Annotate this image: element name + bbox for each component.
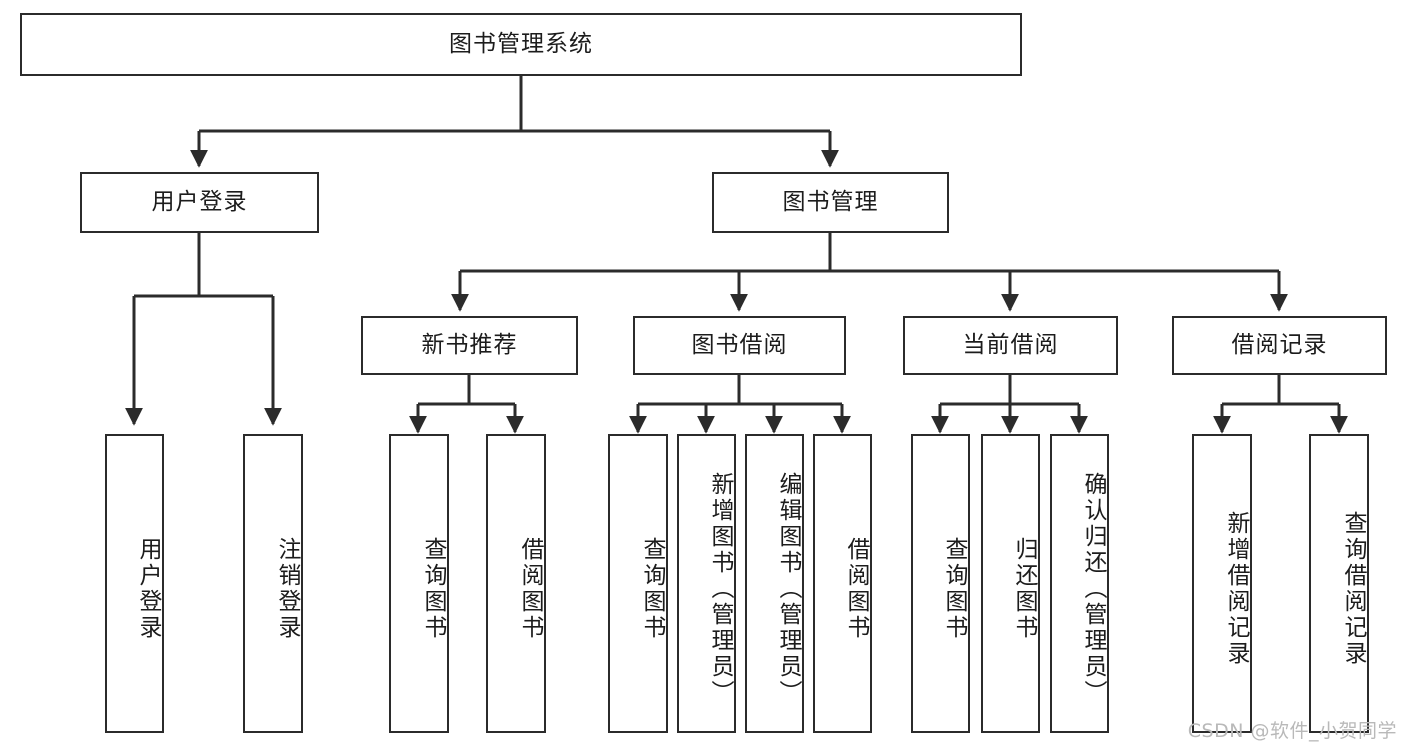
leaf-bb-borrow-book[interactable]: 借阅图书 — [813, 434, 872, 733]
leaf-br-add-record-label: 新增借阅记录 — [1223, 510, 1249, 667]
leaf-cb-query-book-label: 查询图书 — [941, 536, 967, 641]
node-user-login-label: 用户登录 — [151, 188, 248, 215]
leaf-bb-query-book-label: 查询图书 — [639, 536, 665, 641]
leaf-user-login-label: 用户登录 — [135, 536, 161, 641]
node-user-login[interactable]: 用户登录 — [80, 172, 319, 233]
node-book-manage-label: 图书管理 — [782, 188, 879, 215]
node-book-borrow-label: 图书借阅 — [691, 331, 788, 358]
node-borrow-records-label: 借阅记录 — [1231, 331, 1328, 358]
leaf-bb-edit-book[interactable]: 编辑图书（管理员） — [745, 434, 804, 733]
leaf-bb-query-book[interactable]: 查询图书 — [608, 434, 668, 733]
leaf-cb-confirm-return-label: 确认归还（管理员） — [1080, 471, 1106, 706]
leaf-br-query-record-label: 查询借阅记录 — [1340, 510, 1366, 667]
node-current-borrow-label: 当前借阅 — [962, 331, 1059, 358]
node-root[interactable]: 图书管理系统 — [20, 13, 1022, 76]
leaf-bb-edit-book-label: 编辑图书（管理员） — [775, 471, 801, 706]
leaf-nb-query-book[interactable]: 查询图书 — [389, 434, 449, 733]
node-current-borrow[interactable]: 当前借阅 — [903, 316, 1118, 375]
leaf-bb-add-book[interactable]: 新增图书（管理员） — [677, 434, 736, 733]
leaf-cb-return-book[interactable]: 归还图书 — [981, 434, 1040, 733]
leaf-cb-query-book[interactable]: 查询图书 — [911, 434, 970, 733]
node-new-book-recommend[interactable]: 新书推荐 — [361, 316, 578, 375]
node-borrow-records[interactable]: 借阅记录 — [1172, 316, 1387, 375]
node-root-label: 图书管理系统 — [449, 30, 593, 57]
leaf-logout[interactable]: 注销登录 — [243, 434, 303, 733]
leaf-bb-borrow-book-label: 借阅图书 — [843, 536, 869, 641]
leaf-cb-confirm-return[interactable]: 确认归还（管理员） — [1050, 434, 1109, 733]
leaf-nb-query-book-label: 查询图书 — [420, 536, 446, 641]
leaf-br-add-record[interactable]: 新增借阅记录 — [1192, 434, 1252, 733]
leaf-br-query-record[interactable]: 查询借阅记录 — [1309, 434, 1369, 733]
leaf-logout-label: 注销登录 — [274, 536, 300, 641]
node-book-manage[interactable]: 图书管理 — [712, 172, 949, 233]
leaf-user-login[interactable]: 用户登录 — [105, 434, 164, 733]
node-book-borrow[interactable]: 图书借阅 — [633, 316, 846, 375]
leaf-nb-borrow-book-label: 借阅图书 — [517, 536, 543, 641]
leaf-cb-return-book-label: 归还图书 — [1011, 536, 1037, 641]
leaf-nb-borrow-book[interactable]: 借阅图书 — [486, 434, 546, 733]
leaf-bb-add-book-label: 新增图书（管理员） — [707, 471, 733, 706]
node-new-book-recommend-label: 新书推荐 — [421, 331, 518, 358]
